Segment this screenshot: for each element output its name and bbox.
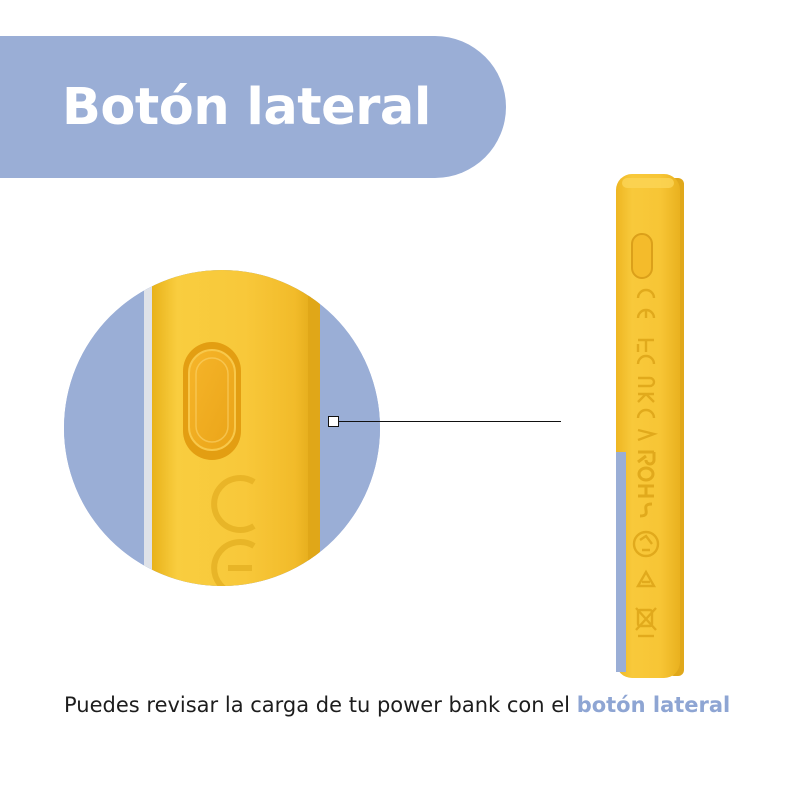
callout-marker [328,416,339,427]
caption-highlight: botón lateral [576,693,731,717]
recycle-mark-icon [632,530,660,558]
button-closeup-circle [64,270,380,586]
callout-line [339,421,561,423]
caption-text: Puedes revisar la carga de tu power bank… [64,693,577,717]
side-button-closeup-icon [64,270,380,586]
weee-bin-icon [635,607,657,638]
caption: Puedes revisar la carga de tu power bank… [64,690,764,720]
fc-mark-icon [636,338,656,365]
ce-mark-icon [211,475,256,586]
power-bank-side-view [608,172,694,684]
title-banner [0,36,506,178]
ukca-mark-icon [636,376,659,442]
rohs-mark-icon [637,450,656,518]
ce-mark-icon [636,288,656,319]
rcm-mark-icon [635,569,657,588]
page-title: Botón lateral [62,78,431,137]
power-bank-side-view-icon [616,174,684,678]
